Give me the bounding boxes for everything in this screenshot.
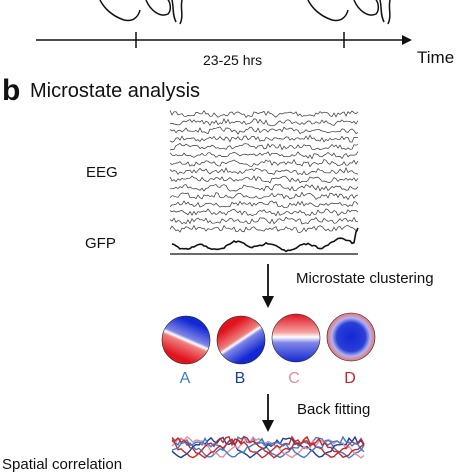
correlation-curve bbox=[171, 435, 365, 459]
spatial-correlation-curves bbox=[171, 435, 365, 459]
eeg-channel-trace bbox=[169, 110, 359, 118]
arrow-down-icon bbox=[262, 394, 274, 432]
eeg-channel-trace bbox=[169, 143, 359, 151]
eeg-channel-trace bbox=[169, 151, 359, 160]
eeg-traces bbox=[169, 110, 359, 233]
duration-label: 23-25 hrs bbox=[203, 52, 263, 68]
eeg-channel-trace bbox=[169, 183, 359, 192]
panel-title: Microstate analysis bbox=[30, 80, 201, 102]
microstate-label-b: B bbox=[234, 370, 246, 387]
microstate-map-d bbox=[326, 312, 376, 362]
backfitting-label: Back fitting bbox=[297, 401, 371, 418]
eeg-channel-trace bbox=[169, 216, 359, 225]
correlation-curve bbox=[171, 435, 365, 459]
time-axis-label: Time bbox=[417, 48, 455, 67]
microstate-map-c bbox=[271, 313, 321, 363]
eeg-channel-trace bbox=[169, 118, 359, 127]
eeg-channel-trace bbox=[169, 191, 359, 201]
eeg-channel-trace bbox=[169, 158, 359, 168]
clustering-label: Microstate clustering bbox=[296, 270, 434, 287]
correlation-curve bbox=[171, 435, 365, 459]
eeg-channel-trace bbox=[169, 166, 359, 176]
timeline-axis bbox=[36, 32, 412, 48]
eeg-label: EEG bbox=[86, 164, 118, 181]
microstate-label-d: D bbox=[344, 370, 356, 387]
head-illustration-right bbox=[307, 0, 391, 25]
eeg-channel-trace bbox=[169, 175, 359, 184]
arrow-right-icon bbox=[402, 35, 412, 45]
eeg-channel-trace bbox=[169, 126, 359, 135]
microstate-map-b bbox=[216, 315, 266, 365]
panel-letter: b bbox=[2, 74, 21, 107]
head-illustration-left bbox=[99, 0, 183, 25]
eeg-channel-trace bbox=[169, 200, 359, 209]
gfp-trace bbox=[171, 227, 359, 253]
microstate-map-a bbox=[161, 315, 211, 365]
arrow-down-icon bbox=[262, 264, 274, 308]
microstate-label-c: C bbox=[288, 370, 300, 387]
eeg-channel-trace bbox=[169, 208, 359, 217]
gfp-label: GFP bbox=[85, 235, 116, 252]
eeg-channel-trace bbox=[169, 134, 359, 143]
eeg-channel-trace bbox=[169, 224, 359, 233]
microstate-label-a: A bbox=[179, 370, 191, 387]
microstate-maps bbox=[161, 312, 376, 365]
spatial-correlation-label: Spatial correlation bbox=[2, 456, 123, 473]
